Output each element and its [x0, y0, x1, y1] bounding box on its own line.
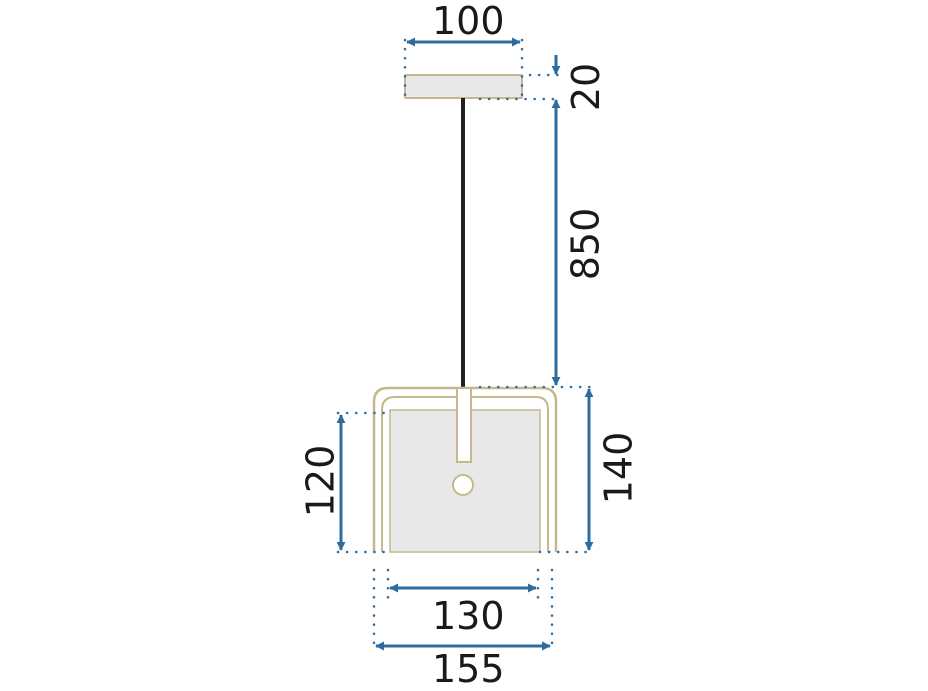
shade-width-outer-label: 155: [432, 647, 505, 691]
shade-width-inner-label: 130: [432, 594, 505, 638]
canopy-width-label: 100: [432, 0, 505, 43]
cable-length-label: 850: [563, 207, 608, 281]
dimension-arrows: [336, 37, 594, 651]
bulb: [452, 474, 474, 496]
mount-bar: [456, 387, 472, 463]
shade-height-outer-label: 140: [596, 431, 641, 505]
extension-lines: [336, 38, 592, 652]
canopy-height-label: 20: [564, 62, 609, 112]
ceiling-canopy: [404, 74, 523, 99]
shade-height-inner-label: 120: [298, 444, 343, 518]
